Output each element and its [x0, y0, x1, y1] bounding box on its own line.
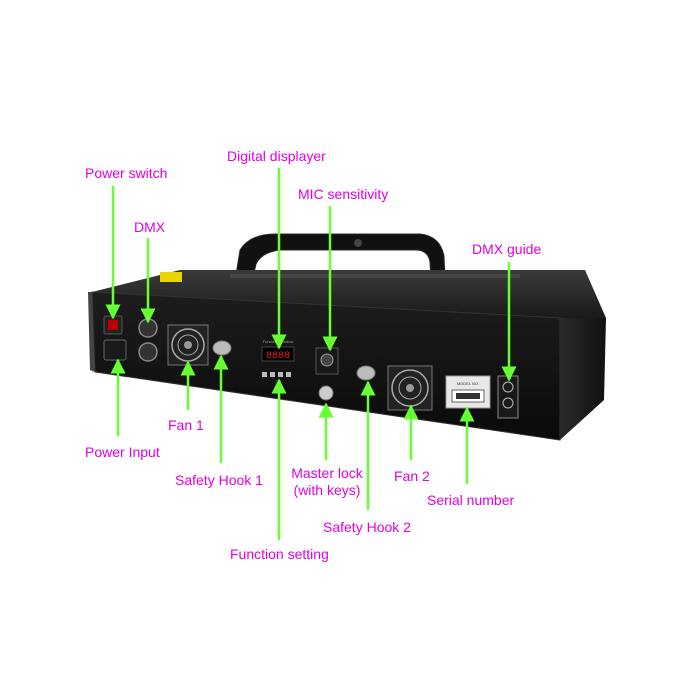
label-dmx-guide: DMX guide — [472, 241, 542, 257]
safety-hook-2-component — [356, 365, 376, 381]
label-master-lock-line2: (with keys) — [293, 482, 361, 498]
fan-1-component — [167, 324, 209, 366]
label-mic-sensitivity: MIC sensitivity — [298, 186, 389, 202]
label-fan-2: Fan 2 — [394, 468, 430, 484]
laser-device: Function Window 8888 MODEL NO. — [88, 233, 606, 441]
label-function-setting: Function setting — [230, 546, 329, 562]
serial-plate-text: MODEL NO. — [457, 381, 479, 386]
warning-sticker-left — [160, 272, 182, 282]
function-buttons — [262, 372, 291, 377]
callout-arrows — [105, 168, 517, 540]
label-master-lock-line1: Master lock — [291, 465, 363, 481]
label-master-lock: Master lock (with keys) — [291, 465, 363, 499]
handle-screw — [354, 239, 362, 247]
fan-2-component — [387, 365, 433, 411]
dmx-out-connector — [138, 342, 158, 362]
right-side — [560, 318, 606, 440]
label-safety-hook-1: Safety Hook 1 — [175, 472, 263, 488]
label-dmx: DMX — [134, 219, 166, 235]
label-power-input: Power Input — [85, 444, 160, 460]
master-lock-component — [318, 385, 334, 401]
label-safety-hook-2: Safety Hook 2 — [323, 519, 411, 535]
label-digital-displayer: Digital displayer — [227, 148, 326, 164]
serial-plate-component: MODEL NO. — [445, 375, 491, 409]
dmx-guide-component — [497, 375, 519, 419]
safety-hook-1-component — [212, 340, 232, 356]
label-power-switch: Power switch — [85, 165, 168, 181]
label-serial-number: Serial number — [427, 492, 515, 508]
power-inlet-component — [103, 339, 127, 361]
display-digits: 8888 — [266, 351, 290, 362]
label-fan-1: Fan 1 — [168, 417, 204, 433]
